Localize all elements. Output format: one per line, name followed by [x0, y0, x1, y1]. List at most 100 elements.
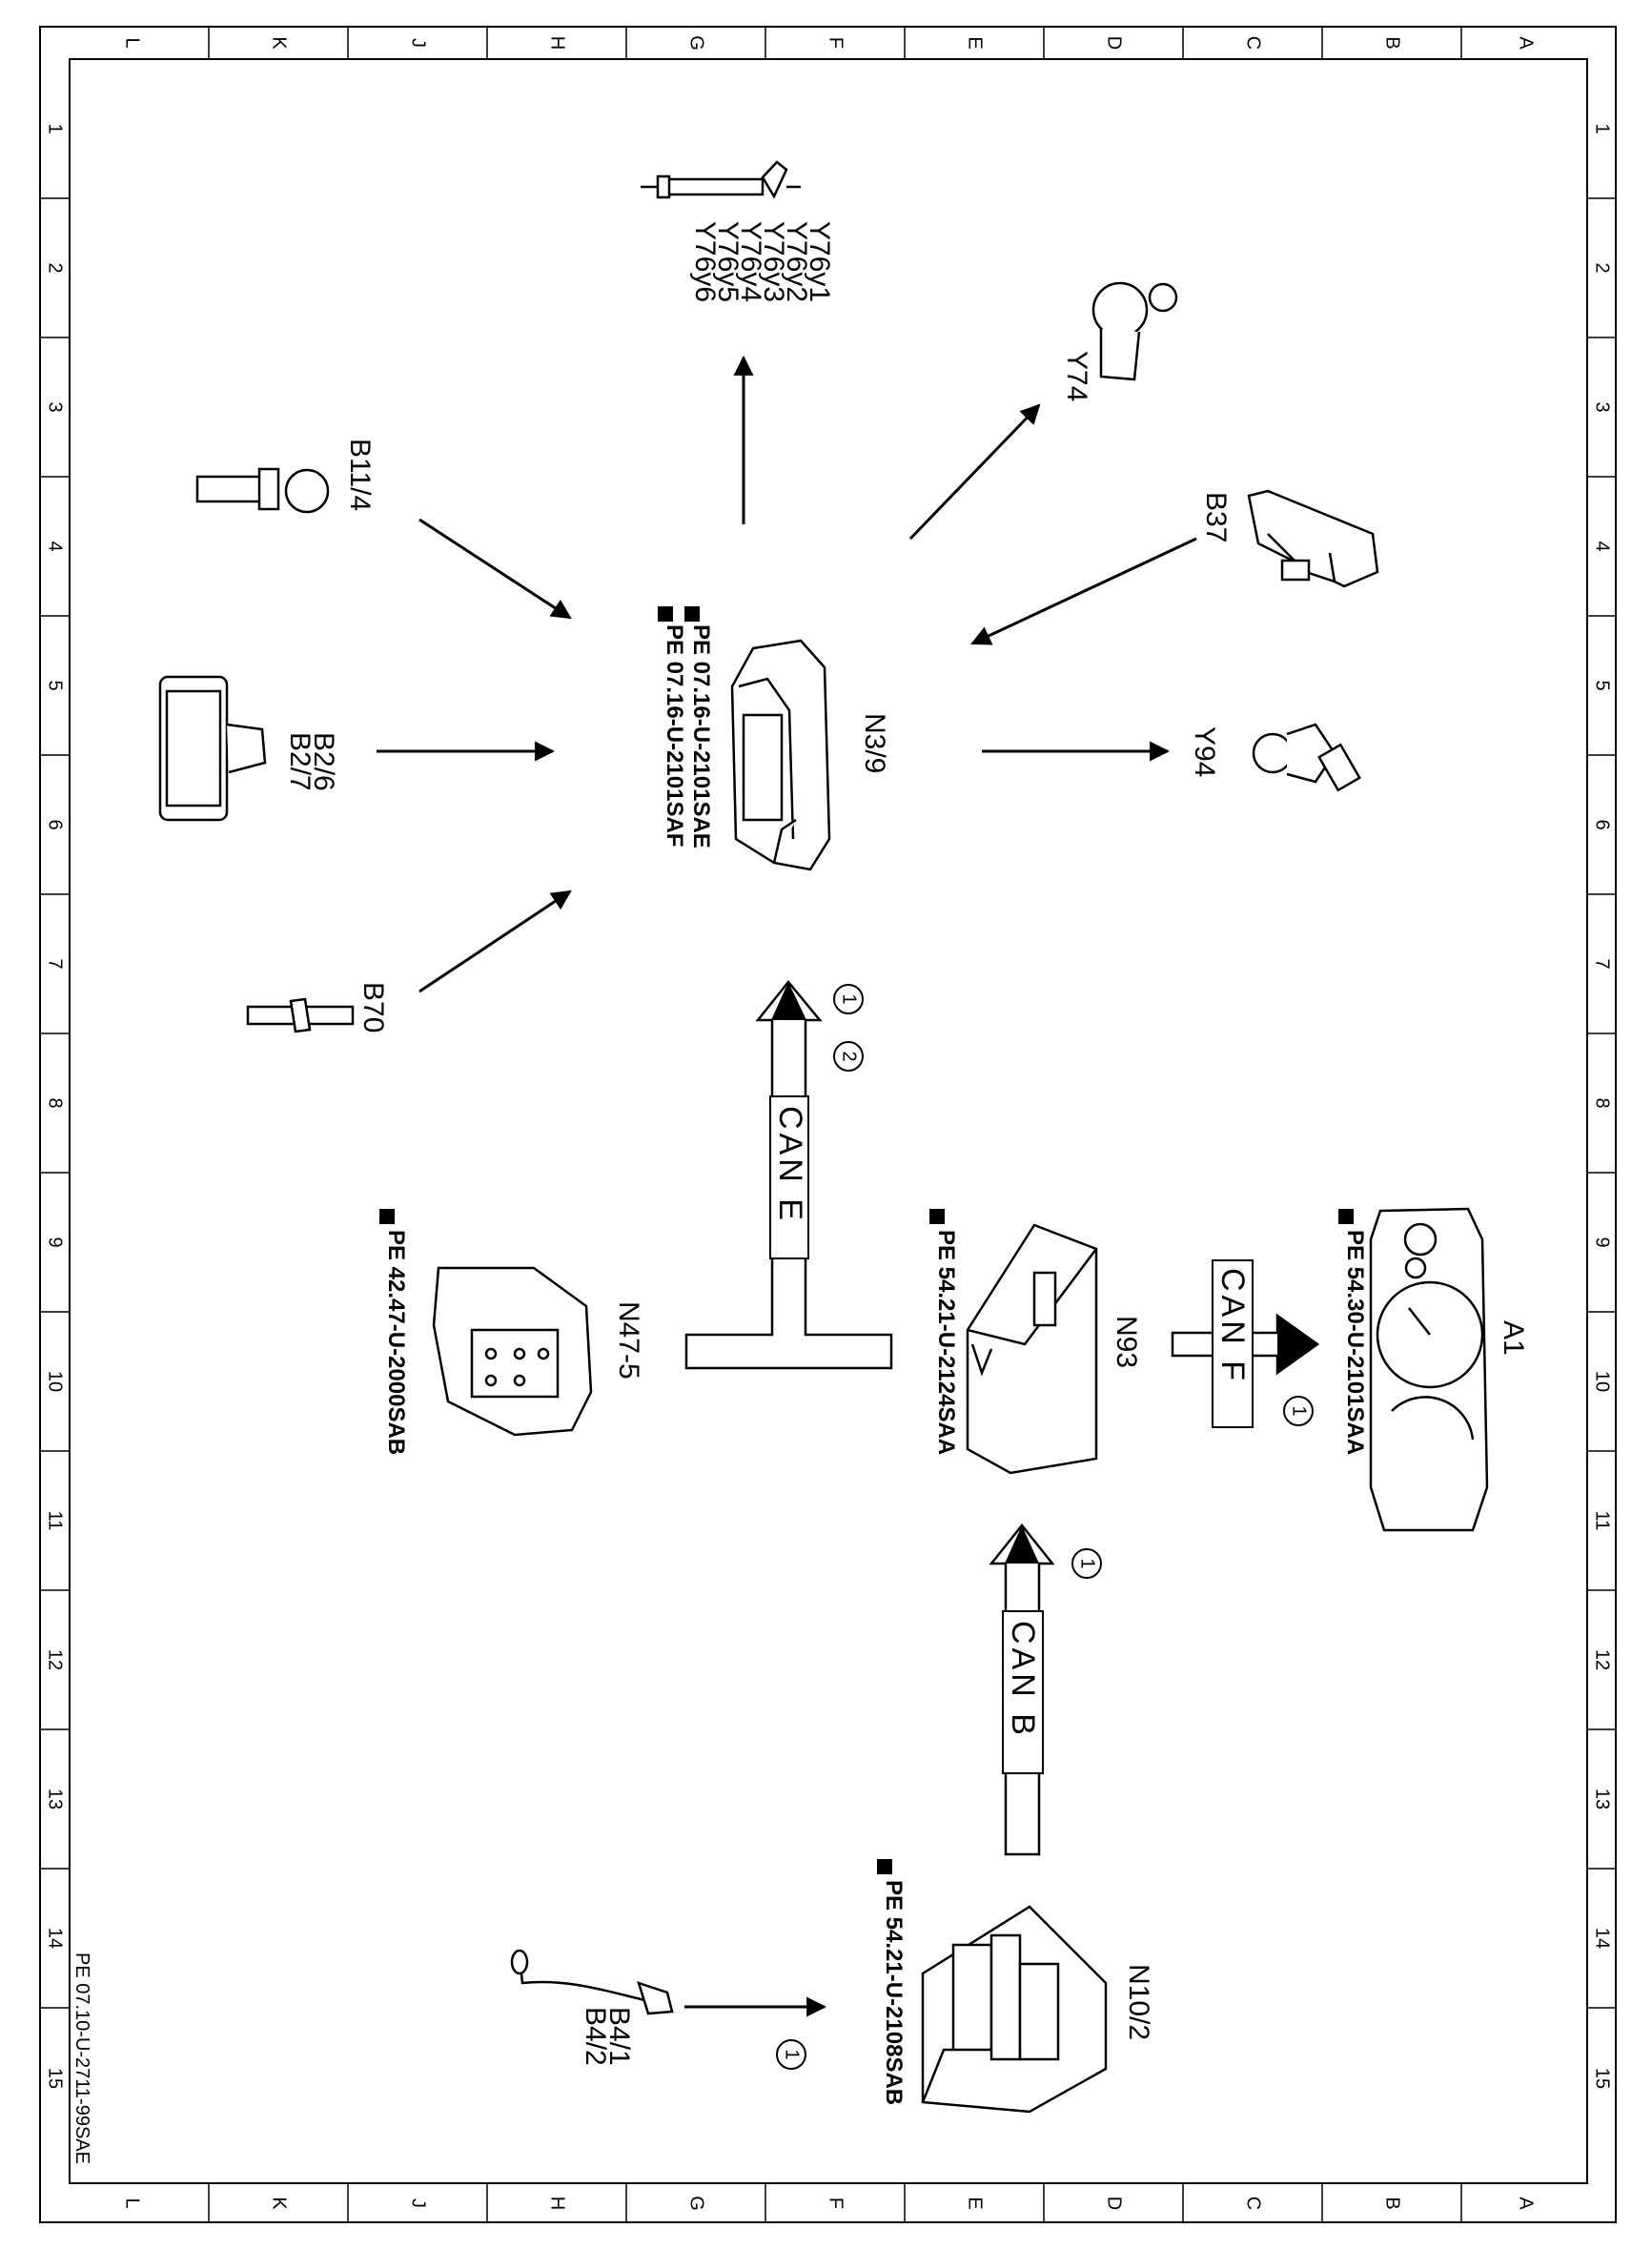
- col-label-d: D: [1104, 36, 1125, 50]
- b11-4-sensor-drawing: [195, 467, 330, 514]
- row-label: 6: [1592, 819, 1613, 829]
- inner-frame: [69, 58, 1588, 2184]
- hand-pointer-icon: [1338, 1209, 1354, 1224]
- col-label-j: J: [408, 2198, 429, 2208]
- a1-instrument-cluster-drawing: [1369, 1207, 1489, 1532]
- col-label-b: B: [1382, 36, 1403, 49]
- n47-5-abs-unit-drawing: [432, 1266, 593, 1437]
- row-label: 10: [45, 1371, 66, 1392]
- outer-frame: [39, 26, 1617, 2223]
- column-labels-bottom: L K J H G F E D C B A: [122, 2196, 1537, 2211]
- signal-arrows: [377, 355, 1197, 2017]
- y94-valve-drawing: [1252, 723, 1361, 792]
- col-label-j: J: [408, 38, 429, 48]
- y76-injector-drawing: [641, 160, 801, 199]
- n47-5-ref: PE 42.47-U-2000SAB: [383, 1230, 409, 1455]
- y94-label: Y94: [1189, 726, 1220, 777]
- col-label-e: E: [965, 2197, 986, 2209]
- row-label: 4: [1592, 541, 1613, 551]
- svg-text:1: 1: [782, 2049, 803, 2059]
- svg-text:2: 2: [839, 1051, 860, 1061]
- y76-label-1: Y76y1: [804, 221, 835, 302]
- row-label: 11: [1592, 1511, 1613, 1531]
- b4-2-label: B4/2: [580, 2007, 611, 2066]
- hand-pointer-icon: [684, 606, 700, 622]
- callout-1: 1: [833, 984, 864, 1014]
- callout-1: 1: [776, 2039, 806, 2070]
- y76-label-6: Y76y6: [689, 221, 721, 302]
- col-label-c: C: [1243, 2197, 1264, 2210]
- row-label: 8: [45, 1097, 66, 1108]
- can-b-bus: [989, 1523, 1055, 1856]
- b2-6-label: B2/6: [308, 732, 339, 791]
- b37-pedal-sensor-drawing: [1247, 489, 1379, 588]
- row-label: 15: [45, 2068, 66, 2089]
- col-label-a: A: [1516, 36, 1537, 50]
- col-label-l: L: [122, 2198, 143, 2208]
- col-label-d: D: [1104, 2197, 1125, 2210]
- row-label: 5: [1592, 680, 1613, 690]
- row-label: 2: [45, 262, 66, 273]
- row-label: 3: [1592, 401, 1613, 412]
- hand-pointer-icon: [658, 606, 673, 622]
- b11-4-label: B11/4: [344, 439, 376, 511]
- col-label-h: H: [547, 36, 568, 50]
- b2-7-label: B2/7: [284, 732, 316, 791]
- col-label-h: H: [547, 2197, 568, 2210]
- row-label: 7: [45, 958, 66, 969]
- n93-module-drawing: [966, 1223, 1098, 1475]
- col-label-b: B: [1382, 2197, 1403, 2209]
- row-label: 10: [1592, 1371, 1613, 1392]
- b70-sensor-drawing: [246, 997, 355, 1033]
- row-label: 7: [1592, 958, 1613, 969]
- can-e-label: CAN E: [772, 1106, 808, 1224]
- hand-pointer-icon: [929, 1209, 945, 1224]
- row-label: 2: [1592, 262, 1613, 273]
- row-label: 9: [45, 1237, 66, 1247]
- row-label: 14: [1592, 1928, 1613, 1949]
- arrow-b11-4-to-n3-9: [418, 518, 572, 620]
- b4-1-label: B4/1: [603, 2007, 635, 2066]
- can-f-label: CAN F: [1214, 1268, 1251, 1384]
- y76-label-3: Y76y3: [758, 221, 789, 302]
- row-label: 13: [45, 1789, 66, 1809]
- col-label-k: K: [269, 36, 290, 50]
- col-label-f: F: [826, 37, 846, 49]
- b70-label: B70: [357, 982, 389, 1032]
- callout-1: 1: [1283, 1396, 1314, 1426]
- row-label: 12: [45, 1649, 66, 1670]
- n3-9-ecu-drawing: [730, 639, 831, 871]
- col-label-l: L: [122, 37, 143, 48]
- arrow-b70-to-n3-9: [418, 889, 572, 993]
- b37-label: B37: [1200, 492, 1232, 542]
- row-label: 12: [1592, 1649, 1613, 1670]
- callout-1: 1: [1071, 1548, 1102, 1579]
- n93-label: N93: [1111, 1316, 1142, 1368]
- svg-text:1: 1: [839, 993, 860, 1004]
- can-b-label: CAN B: [1005, 1621, 1041, 1739]
- col-label-f: F: [826, 2198, 846, 2209]
- n10-2-sam-drawing: [921, 1905, 1108, 2114]
- column-labels-top: L K J H G F E D C B A: [122, 35, 1537, 51]
- row-grid: [40, 197, 1616, 2009]
- n10-2-label: N10/2: [1123, 1964, 1154, 2040]
- row-label: 8: [1592, 1097, 1613, 1108]
- column-grid: [208, 27, 1462, 2222]
- can-e-bus: [684, 980, 893, 1370]
- row-label: 3: [45, 401, 66, 412]
- col-label-a: A: [1516, 2197, 1537, 2210]
- y76-label-2: Y76y2: [781, 221, 812, 302]
- a1-label: A1: [1498, 1320, 1529, 1356]
- b2-airflow-sensor-drawing: [158, 675, 267, 822]
- row-label: 6: [45, 819, 66, 829]
- row-labels-left: 1 2 3 4 5 6 7 8 9 10 11 12 13 14 15: [45, 123, 66, 2089]
- col-label-k: K: [269, 2197, 290, 2210]
- col-label-c: C: [1243, 36, 1264, 50]
- row-label: 13: [1592, 1789, 1613, 1809]
- row-label: 14: [45, 1928, 66, 1949]
- svg-text:1: 1: [1077, 1558, 1098, 1568]
- y74-valve-drawing: [1091, 281, 1178, 381]
- hand-pointer-icon: [877, 1859, 892, 1874]
- n3-9-ref-2: PE 07.16-U-2101SAF: [662, 624, 687, 847]
